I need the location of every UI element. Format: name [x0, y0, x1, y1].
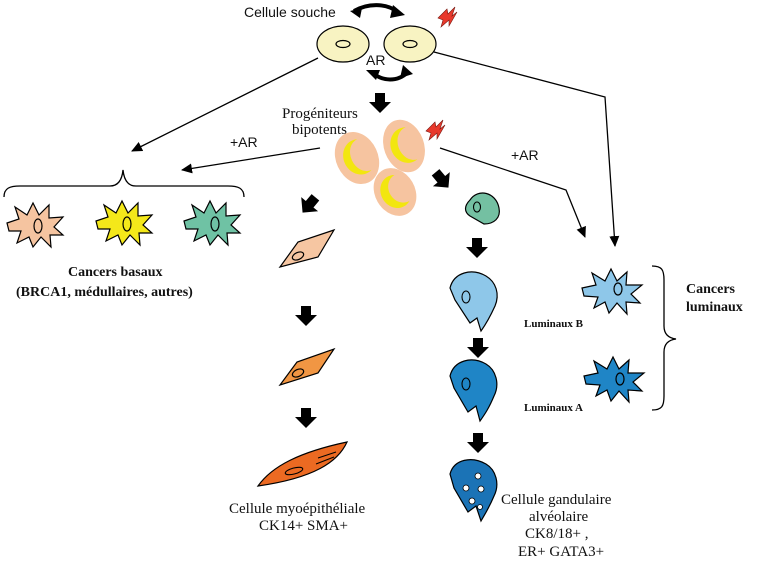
ar-right-label: +AR	[511, 147, 539, 163]
arrow-stem-to-basal	[131, 57, 319, 152]
luminal-title-line1: Cancers	[686, 282, 736, 297]
glandular-label-line1: Cellule gandulaire	[501, 492, 612, 508]
arrow-progenitor-to-luminal	[439, 147, 586, 238]
block-arrow-icon	[369, 93, 391, 113]
myo-cell-peach	[278, 228, 336, 269]
basal-star-yellow	[95, 199, 154, 247]
ar-left-label: +AR	[230, 134, 258, 150]
luminal-brace	[651, 265, 677, 411]
myo-cell-dark	[256, 441, 349, 487]
block-arrow-icon	[295, 306, 317, 326]
lightning-icon	[437, 6, 458, 28]
lightning-icon	[425, 119, 446, 141]
glandular-label-line3: CK8/18+ ,	[525, 526, 588, 542]
ar-center-label: AR	[366, 52, 385, 68]
luminal-a-star	[583, 355, 646, 404]
luminal-title-line2: luminaux	[686, 300, 743, 315]
progenitors-label-line1: Progéniteurs	[282, 106, 358, 122]
luminal-b-label: Luminaux B	[524, 318, 584, 330]
stem-cell-left	[316, 25, 370, 63]
luminal-cell-light-blue	[449, 271, 498, 333]
stem-cell-right	[383, 25, 437, 63]
curved-arrow-icon	[350, 3, 405, 18]
luminal-b-star	[581, 267, 644, 316]
block-arrow-icon	[427, 165, 457, 195]
luminal-cell-mid-blue	[449, 359, 498, 423]
basal-star-peach	[6, 201, 65, 249]
arrow-stem-to-luminal	[433, 51, 620, 247]
basal-title: Cancers basaux	[68, 265, 163, 280]
luminal-a-label: Luminaux A	[524, 402, 583, 414]
block-arrow-icon	[294, 190, 324, 220]
myo-cell-orange	[278, 347, 336, 387]
basal-star-green	[183, 199, 242, 247]
basal-subtitle: (BRCA1, médullaires, autres)	[16, 285, 193, 300]
basal-brace	[3, 169, 245, 198]
glandular-label-line4: ER+ GATA3+	[518, 544, 604, 560]
luminal-cell-dark-blue	[449, 459, 498, 523]
progenitor-cells	[334, 119, 425, 216]
myo-label-line1: Cellule myoépithéliale	[229, 501, 366, 517]
progenitors-label-line2: bipotents	[292, 122, 347, 138]
myo-label-line2: CK14+ SMA+	[259, 518, 348, 534]
curved-arrow-icon	[366, 65, 413, 82]
glandular-label-line2: alvéolaire	[529, 509, 588, 525]
block-arrow-icon	[467, 433, 489, 453]
arrow-progenitor-to-basal	[181, 147, 321, 174]
block-arrow-icon	[295, 408, 317, 428]
luminal-cell-green	[464, 192, 500, 225]
block-arrow-icon	[466, 238, 488, 258]
stem-cell-label: Cellule souche	[244, 4, 336, 20]
block-arrow-icon	[467, 338, 489, 358]
